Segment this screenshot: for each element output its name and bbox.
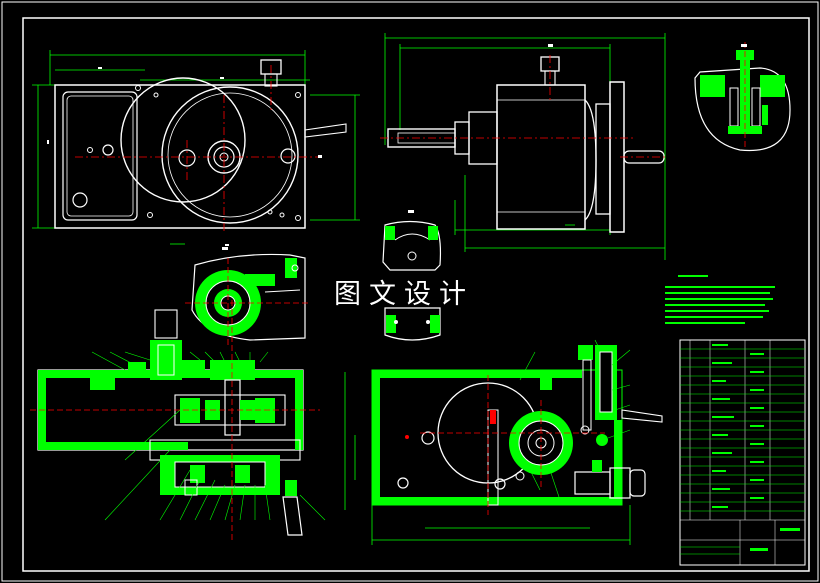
section-view-bottom-center [344, 339, 663, 545]
gear-section-middle-left [185, 247, 310, 345]
technical-notes [665, 275, 775, 324]
parts-list-title-block [679, 339, 806, 566]
detail-view-top-right [694, 42, 791, 152]
detail-view-center [382, 210, 442, 341]
watermark-text: 图文设计 [334, 279, 474, 310]
side-view-top-center [380, 33, 668, 260]
main-section-bottom-left [30, 300, 326, 540]
front-view-top-left [32, 50, 360, 246]
